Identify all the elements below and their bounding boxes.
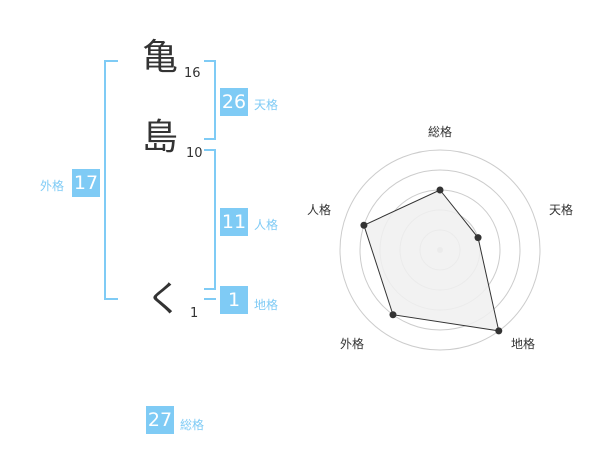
jinkaku-bracket — [204, 149, 216, 290]
axis-label-tenkaku: 天格 — [549, 203, 574, 217]
gaikaku-label: 外格 — [40, 179, 65, 193]
tenkaku-bracket — [204, 60, 216, 140]
stroke-count-1: 16 — [184, 66, 201, 81]
axis-label-soukaku: 総格 — [428, 125, 453, 139]
stroke-count-3: 1 — [190, 306, 199, 321]
chikaku-bracket — [204, 298, 216, 300]
soukaku-label: 総格 — [180, 418, 205, 432]
radar-point-2 — [495, 327, 503, 335]
chikaku-value: 1 — [220, 286, 248, 314]
axis-label-jinkaku: 人格 — [307, 203, 332, 217]
radar-point-1 — [474, 234, 482, 242]
radar-polygon — [363, 189, 500, 332]
tenkaku-value: 26 — [220, 88, 248, 116]
tenkaku-label: 天格 — [254, 98, 279, 112]
jinkaku-label: 人格 — [254, 218, 279, 232]
jinkaku-value: 11 — [220, 208, 248, 236]
radar-ring — [339, 149, 541, 351]
radar-point-0 — [436, 186, 444, 194]
name-char-2: 島 — [142, 117, 179, 158]
stroke-count-2: 10 — [186, 146, 203, 161]
name-char-3: く — [146, 279, 183, 320]
gaikaku-value: 17 — [72, 169, 100, 197]
axis-label-gaikaku: 外格 — [340, 337, 365, 351]
radar-point-4 — [360, 221, 368, 229]
radar-point-3 — [389, 311, 397, 319]
gaikaku-bracket — [104, 60, 118, 300]
radar-ring — [359, 169, 521, 331]
chikaku-label: 地格 — [254, 298, 279, 312]
axis-label-chikaku: 地格 — [511, 337, 536, 351]
soukaku-value: 27 — [146, 406, 174, 434]
name-char-1: 亀 — [142, 37, 179, 78]
